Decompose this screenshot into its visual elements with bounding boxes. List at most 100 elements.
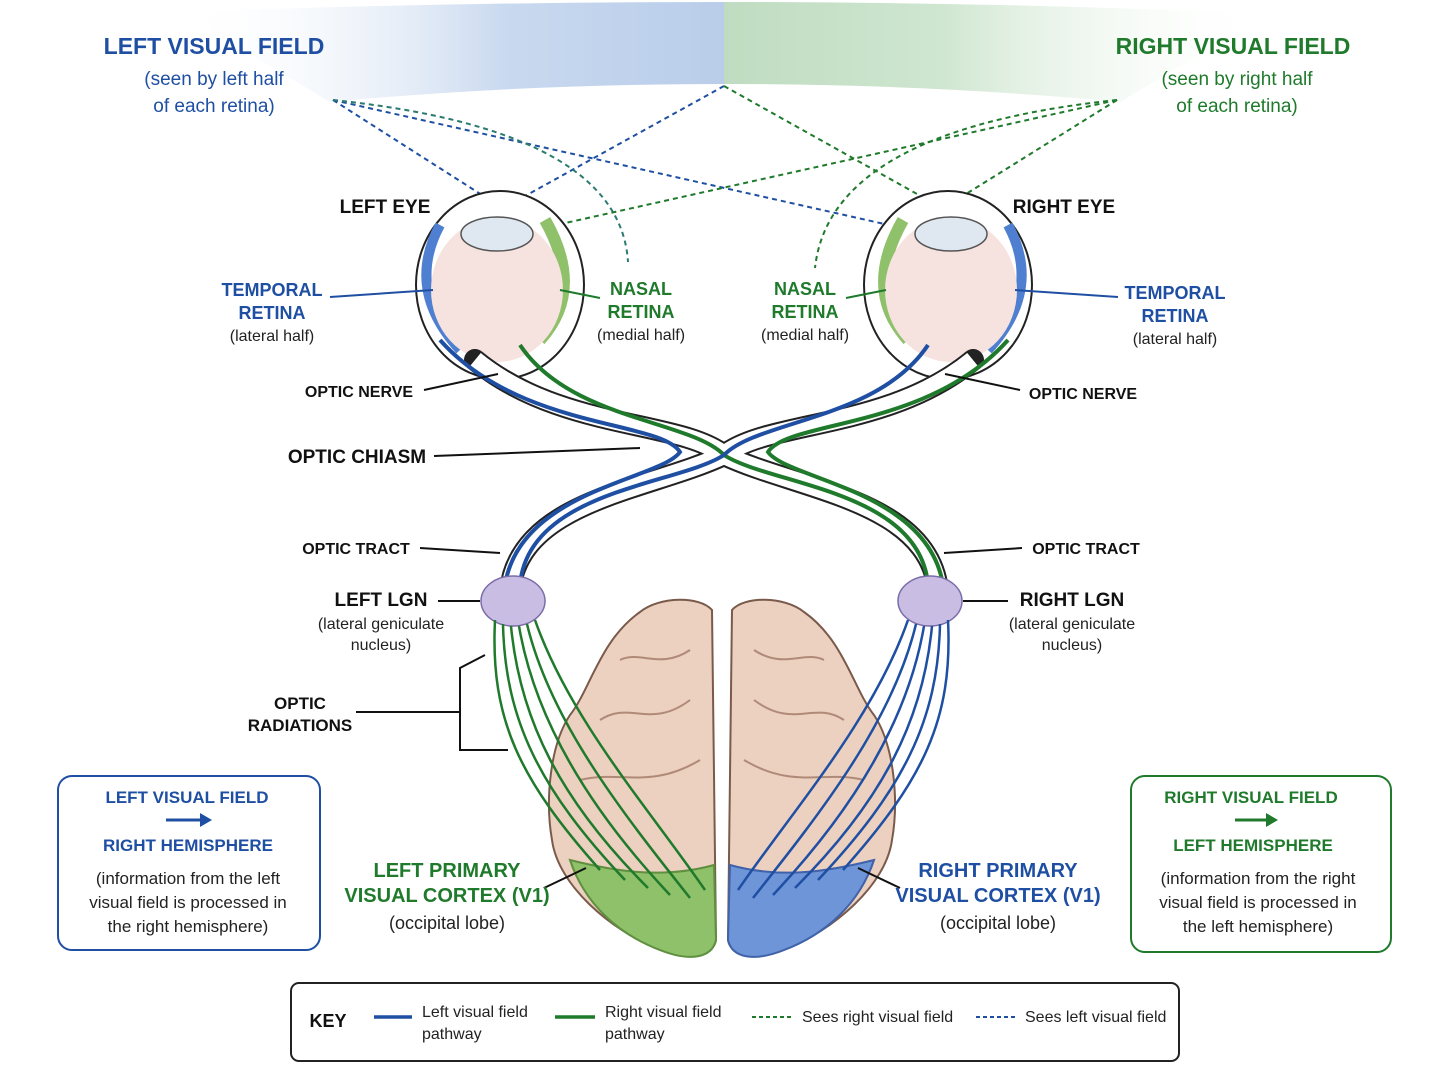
right-v1-leader	[857, 867, 901, 889]
radiation-fiber	[817, 623, 942, 881]
key-sees-left-label: Sees left visual field	[1025, 1009, 1166, 1026]
optic-nerve-pathways	[438, 338, 1010, 601]
left-v1-sub: (occipital lobe)	[389, 913, 505, 933]
right-visual-field-band	[724, 2, 1268, 102]
nasal-right-leader	[845, 289, 887, 299]
gyrus-line	[599, 699, 691, 721]
left-lgn-sub: nucleus)	[351, 637, 411, 654]
right-temporal-retina-label: RETINA	[1142, 306, 1209, 326]
optic-tract-left-leader	[419, 547, 501, 554]
right-nasal-retina-label: NASAL	[774, 279, 836, 299]
right-field-title: RIGHT VISUAL FIELD	[1116, 33, 1351, 59]
temporal-left-leader	[329, 289, 434, 298]
right-field-info-box: RIGHT VISUAL FIELD LEFT HEMISPHERE (info…	[1130, 775, 1392, 953]
key-left-pathway-label: pathway	[422, 1026, 482, 1043]
right-temporal-retina-label: TEMPORAL	[1125, 283, 1226, 303]
right-field-dashed-line	[723, 85, 986, 233]
left-optic-radiations	[493, 619, 707, 899]
arrow-right-icon	[1235, 813, 1278, 827]
right-optic-radiations	[736, 619, 950, 899]
right-eye	[863, 190, 1033, 380]
leader-lines	[329, 289, 1119, 889]
optic-radiations-bracket	[356, 654, 508, 751]
left-box-desc: visual field is processed in	[89, 893, 286, 912]
right-temporal-fiber	[765, 338, 1010, 586]
right-field-subtitle: (seen by right half	[1161, 69, 1313, 90]
gyri-lines	[579, 649, 865, 781]
key-legend: KEY Left visual field pathway Right visu…	[290, 982, 1180, 1062]
right-box-desc: (information from the right	[1161, 869, 1356, 888]
gyrus-line	[753, 649, 825, 661]
left-field-info-box: LEFT VISUAL FIELD RIGHT HEMISPHERE (info…	[57, 775, 321, 951]
sight-lines	[332, 85, 1118, 269]
key-left-pathway-label: Left visual field	[422, 1004, 528, 1021]
left-box-desc: (information from the left	[96, 869, 281, 888]
right-lens	[914, 216, 988, 252]
right-v1-sub: (occipital lobe)	[940, 913, 1056, 933]
optic-tract-right-leader	[943, 547, 1023, 554]
left-nasal-retina-label: RETINA	[608, 302, 675, 322]
right-box-desc: visual field is processed in	[1159, 893, 1356, 912]
radiation-fiber	[752, 623, 918, 899]
right-optic-nerve-fill	[718, 353, 979, 463]
radiation-fiber	[842, 619, 950, 871]
left-eye	[415, 190, 585, 380]
right-lgn-label: RIGHT LGN	[1020, 590, 1125, 611]
gyrus-line	[619, 649, 691, 661]
left-lens	[460, 216, 534, 252]
left-info-box-border	[57, 775, 321, 951]
left-field-title: LEFT VISUAL FIELD	[104, 33, 325, 59]
right-eye-label: RIGHT EYE	[1013, 197, 1115, 218]
right-field-subtitle: of each retina)	[1176, 96, 1297, 117]
left-box-target: RIGHT HEMISPHERE	[103, 836, 273, 855]
left-visual-field-band	[180, 2, 724, 102]
left-field-subtitle: of each retina)	[153, 96, 274, 117]
left-lgn-sub: (lateral geniculate	[318, 616, 444, 633]
left-temporal-retina-label: TEMPORAL	[222, 280, 323, 300]
right-nasal-fiber	[518, 343, 930, 586]
right-eyeball	[885, 218, 1017, 362]
right-field-dashed-line	[814, 99, 1118, 269]
left-v1-label: LEFT PRIMARY	[373, 860, 521, 882]
right-field-dashed-line	[524, 99, 1118, 233]
optic-nerve-right-label: OPTIC NERVE	[1029, 386, 1138, 403]
left-nasal-retina-label: NASAL	[610, 279, 672, 299]
right-nasal-retina-label: RETINA	[772, 302, 839, 322]
optic-radiations-label: OPTIC	[274, 694, 326, 713]
key-title: KEY	[309, 1011, 346, 1031]
right-nasal-retina-sub: (medial half)	[761, 327, 849, 344]
temporal-right-leader	[1014, 289, 1119, 298]
visual-field-arc	[180, 2, 1268, 102]
left-optic-nerve-fill	[469, 353, 730, 463]
optic-chiasm-leader	[433, 447, 641, 457]
radiation-fiber	[794, 625, 934, 889]
left-box-title: LEFT VISUAL FIELD	[105, 788, 268, 807]
right-lgn-sub: (lateral geniculate	[1009, 616, 1135, 633]
radiation-fiber	[509, 625, 649, 889]
radiation-fiber	[525, 623, 691, 899]
key-border	[290, 982, 1180, 1062]
right-info-box-border	[1130, 775, 1392, 953]
left-box-desc: the right hemisphere)	[108, 917, 269, 936]
left-eye-label: LEFT EYE	[340, 197, 431, 218]
arrow-right-icon	[166, 813, 212, 827]
right-lgn-sub: nucleus)	[1042, 637, 1102, 654]
right-lgn-shape	[897, 575, 963, 627]
left-lgn-shape	[480, 575, 546, 627]
right-v1-label: VISUAL CORTEX (V1)	[895, 885, 1100, 907]
optic-chiasm-label: OPTIC CHIASM	[288, 447, 426, 468]
right-v1-label: RIGHT PRIMARY	[918, 860, 1078, 882]
right-box-desc: the left hemisphere)	[1183, 917, 1333, 936]
left-v1-leader	[543, 867, 587, 889]
radiation-fiber	[501, 623, 626, 881]
right-box-target: LEFT HEMISPHERE	[1173, 836, 1333, 855]
key-right-pathway-label: pathway	[605, 1026, 665, 1043]
optic-tract-right-label: OPTIC TRACT	[1032, 541, 1140, 558]
gyrus-line	[743, 759, 865, 781]
key-right-pathway-label: Right visual field	[605, 1004, 722, 1021]
radiation-fiber	[772, 625, 926, 896]
optic-radiations-label: RADIATIONS	[248, 716, 353, 735]
radiation-fiber	[517, 625, 671, 896]
radiation-fiber	[533, 619, 707, 891]
